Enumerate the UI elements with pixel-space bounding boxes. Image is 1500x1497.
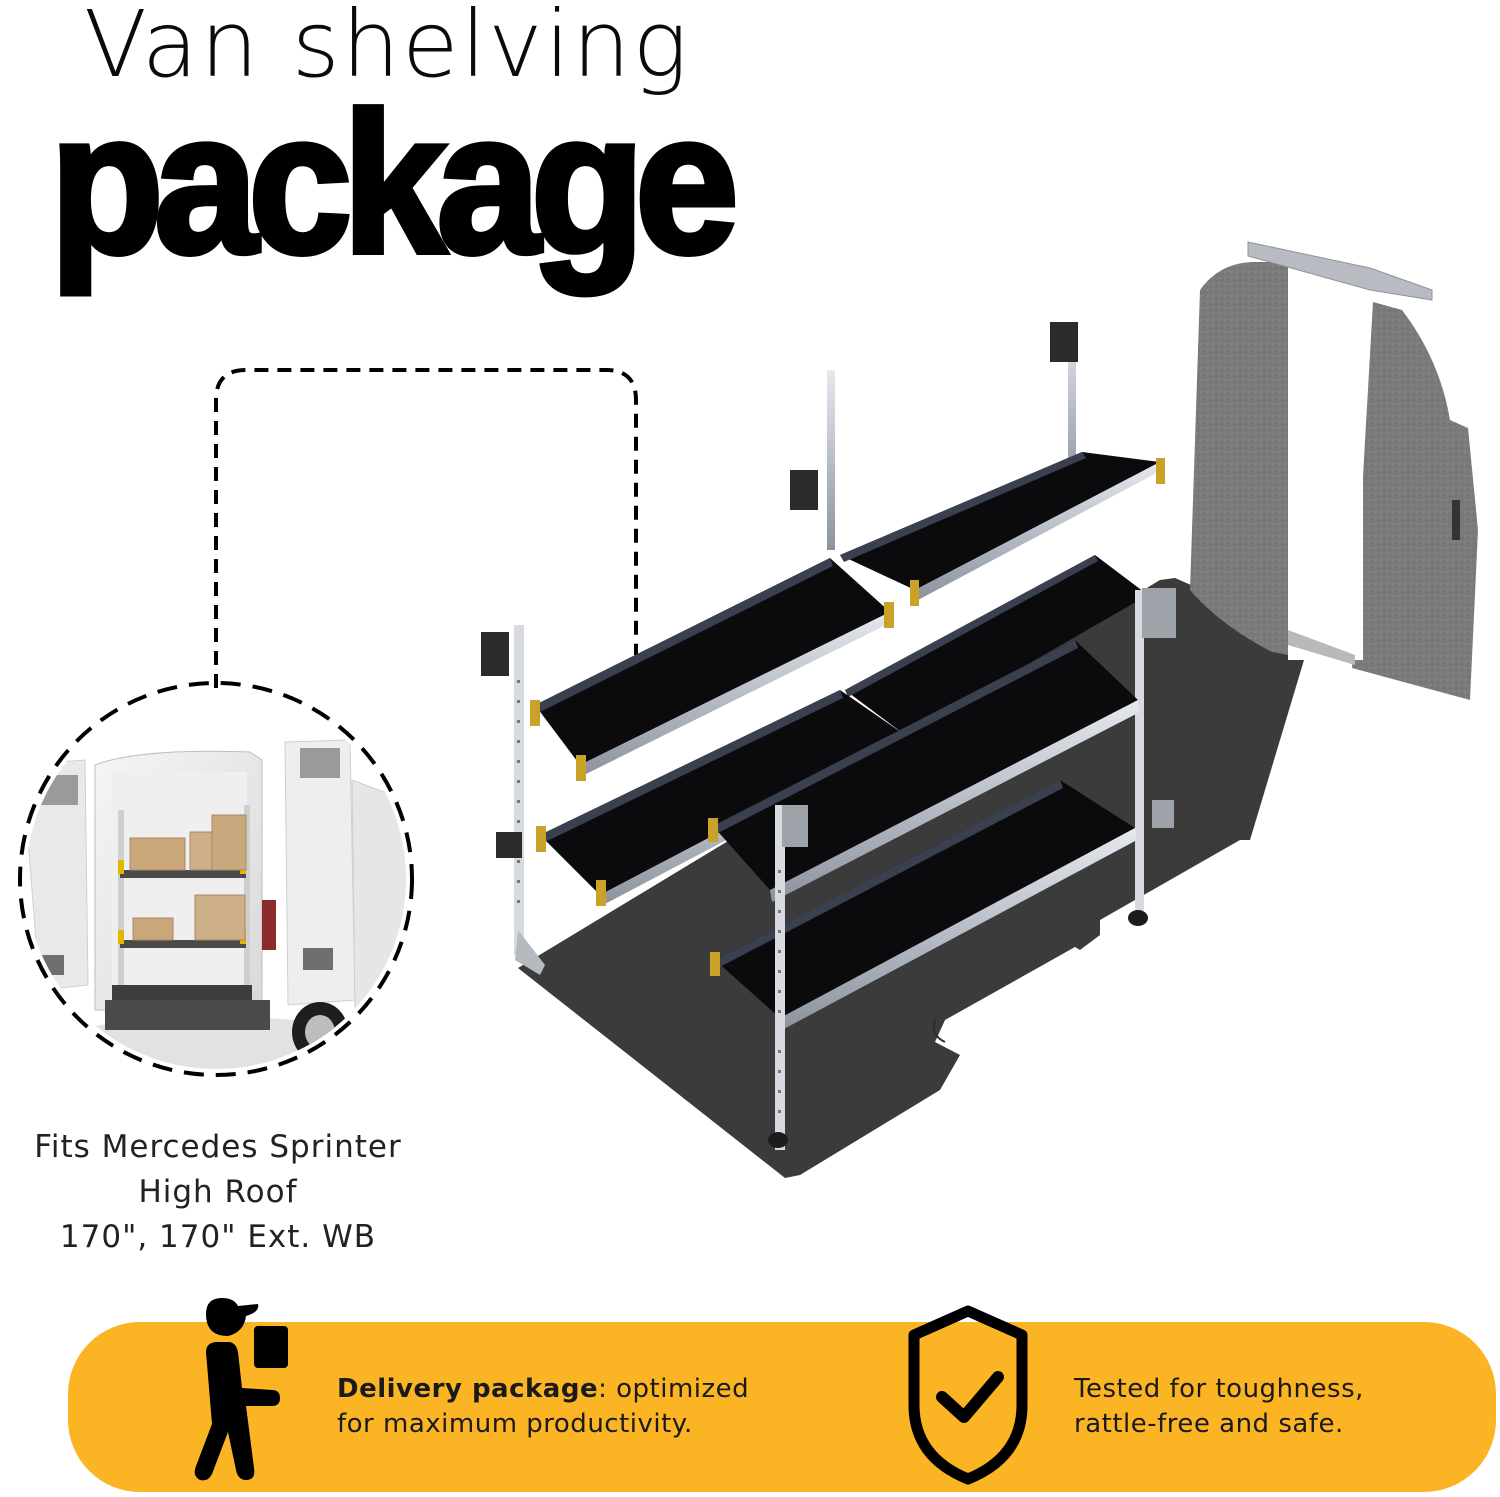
delivery-person-icon: [194, 1298, 288, 1481]
feature-delivery-bold: Delivery package: [337, 1374, 599, 1404]
shelf-top-left: [535, 558, 890, 765]
title-bold: package: [47, 72, 741, 295]
fitment-caption: Fits Mercedes Sprinter High Roof 170", 1…: [0, 1125, 436, 1260]
caption-line-2: High Roof: [138, 1174, 298, 1210]
product-scene: [18, 241, 1478, 1178]
feature-tested-text: Tested for toughness, rattle-free and sa…: [1074, 1372, 1364, 1442]
feature-tested-line1: Tested for toughness,: [1074, 1374, 1364, 1404]
shield-check-icon: [908, 1305, 1028, 1485]
feature-delivery-rest: : optimized: [598, 1374, 750, 1404]
feature-delivery-text: Delivery package: optimized for maximum …: [337, 1372, 749, 1442]
feature-tested-line2: rattle-free and safe.: [1074, 1409, 1344, 1439]
dashed-connector: [214, 368, 638, 688]
shelf-bottom-left: [540, 690, 905, 895]
shelf-bottom-right: [715, 780, 1135, 1018]
feature-delivery-line2: for maximum productivity.: [337, 1409, 693, 1439]
inset-dashed-border: [18, 681, 414, 1077]
shelf-top-right: [713, 640, 1138, 890]
partition-wall: [1190, 241, 1478, 700]
shelving-render: [481, 241, 1478, 1178]
feature-banner: [68, 1322, 1496, 1492]
caption-line-3: 170", 170" Ext. WB: [59, 1219, 377, 1255]
caption-line-1: Fits Mercedes Sprinter: [34, 1129, 402, 1165]
title-light: Van shelving: [84, 0, 690, 98]
